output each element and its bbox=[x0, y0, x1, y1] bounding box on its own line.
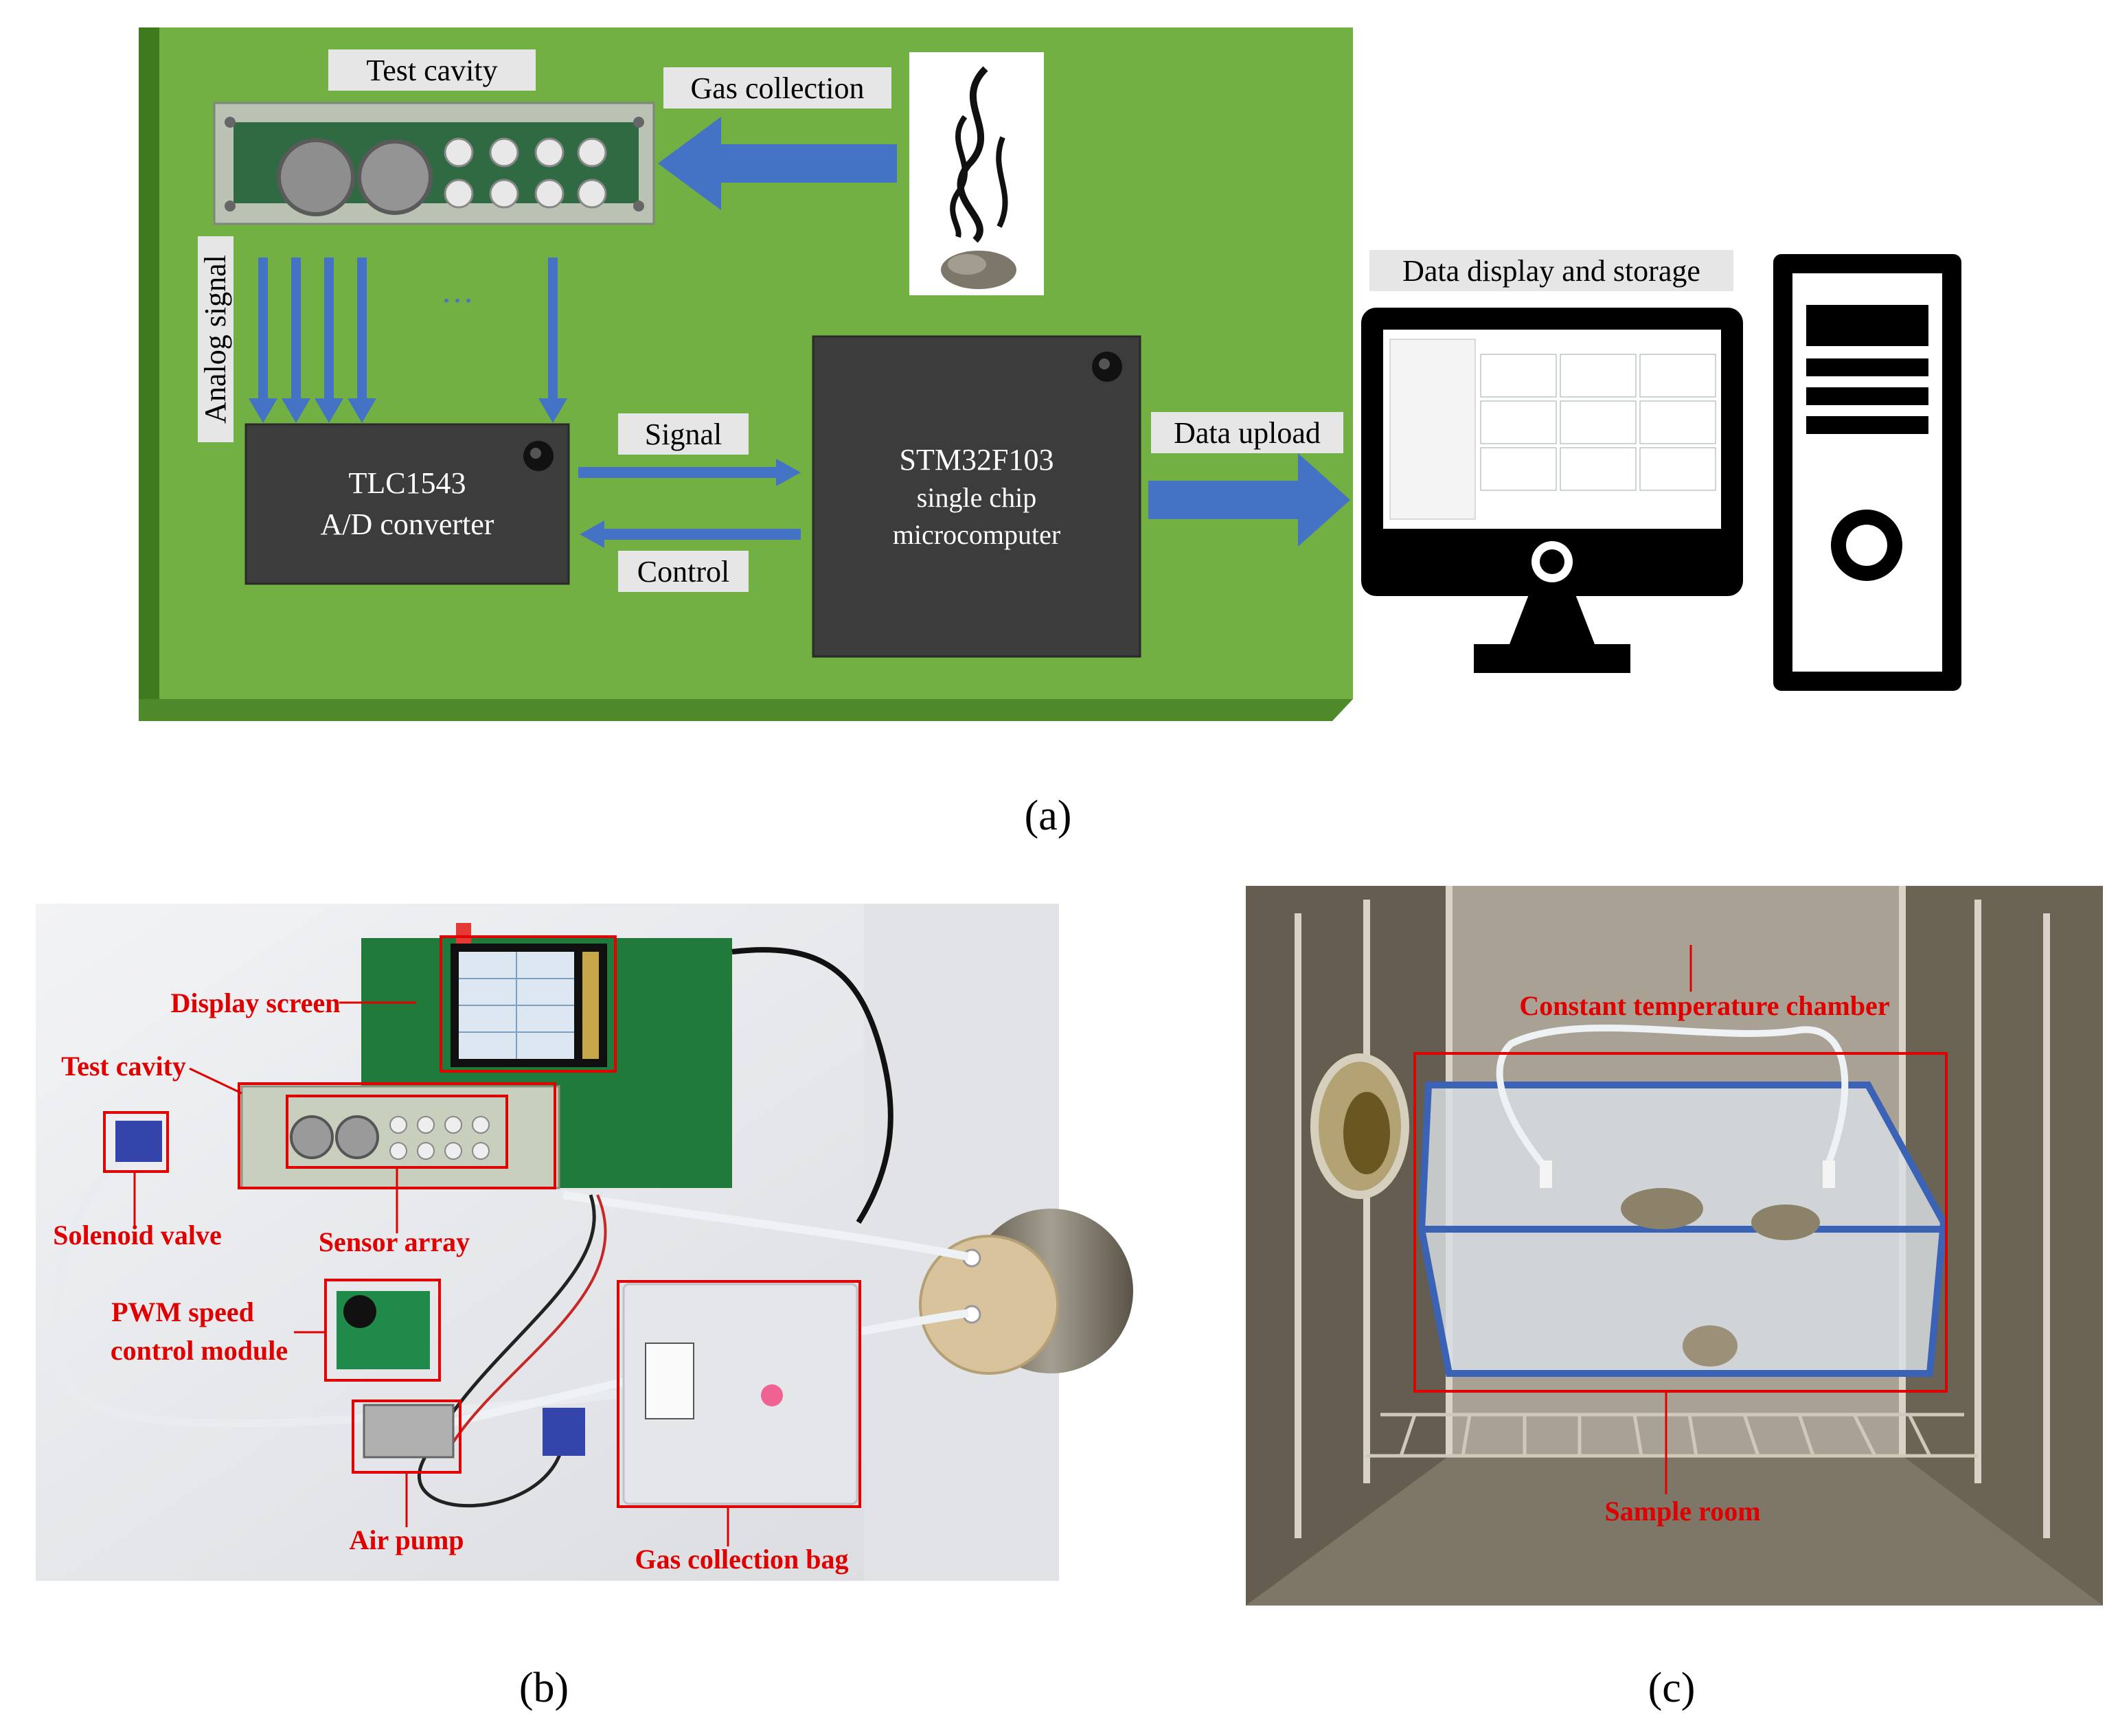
solenoid-valve-label: Solenoid valve bbox=[53, 1220, 222, 1250]
data-upload-label: Data upload bbox=[1174, 416, 1321, 450]
sample-room-box bbox=[1413, 1052, 1948, 1393]
panel-a: Test cavity Gas collection Analog signal… bbox=[139, 27, 1961, 839]
analog-signal-label-box bbox=[198, 236, 234, 442]
pwm-label-line2: control module bbox=[111, 1335, 288, 1366]
panel-b-caption: (b) bbox=[519, 1665, 569, 1711]
wooden-stopper bbox=[919, 1235, 1059, 1375]
data-display-label-box bbox=[1369, 250, 1733, 291]
gas-collection-bag-device bbox=[622, 1283, 858, 1505]
air-pump-device bbox=[363, 1404, 455, 1459]
data-upload-arrow bbox=[1148, 453, 1350, 547]
adc-label-line2: A/D converter bbox=[321, 507, 494, 541]
gas-collection-label-box bbox=[663, 67, 891, 108]
gas-collection-arrow bbox=[658, 117, 897, 210]
power-cable bbox=[731, 947, 893, 1224]
computer-tower-icon bbox=[1773, 254, 1961, 691]
analog-signal-arrows bbox=[249, 258, 567, 423]
test-cavity-label: Test cavity bbox=[366, 54, 497, 87]
signal-label: Signal bbox=[645, 418, 722, 451]
test-cavity-label-box bbox=[328, 49, 536, 91]
panel-a-caption: (a) bbox=[1025, 792, 1072, 839]
air-pump-label: Air pump bbox=[349, 1524, 464, 1555]
display-screen-label: Display screen bbox=[170, 987, 340, 1018]
ellipsis-label: … bbox=[441, 273, 474, 310]
panel-c-caption: (c) bbox=[1648, 1665, 1696, 1711]
sample-room-label: Sample room bbox=[1604, 1496, 1760, 1527]
odor-source-image bbox=[909, 52, 1044, 295]
panel-b: Display screen Test cavity Solenoid valv… bbox=[36, 904, 1133, 1711]
control-arrow bbox=[580, 521, 801, 548]
control-label-box bbox=[618, 551, 749, 592]
adc-label-line1: TLC1543 bbox=[348, 466, 466, 500]
gas-bag-label: Gas collection bag bbox=[635, 1544, 848, 1575]
shelf-rack bbox=[1367, 1413, 1978, 1458]
gas-collection-label: Gas collection bbox=[691, 71, 865, 105]
sensor-array-label: Sensor array bbox=[319, 1226, 470, 1257]
tubing bbox=[52, 1136, 619, 1428]
signal-label-box bbox=[618, 413, 749, 455]
mcu-label-line2: single chip bbox=[917, 482, 1036, 513]
chamber-label: Constant temperature chamber bbox=[1519, 990, 1889, 1021]
signal-arrow bbox=[578, 459, 801, 486]
analog-signal-label: Analog signal bbox=[198, 255, 232, 424]
monitor-icon bbox=[1361, 308, 1743, 673]
annotation-leaders bbox=[133, 1001, 729, 1546]
control-label: Control bbox=[637, 555, 729, 589]
data-display-label: Data display and storage bbox=[1402, 254, 1700, 288]
mcu-label-line1: STM32F103 bbox=[900, 443, 1054, 477]
test-cavity-photo bbox=[213, 102, 655, 225]
board-side bbox=[139, 27, 159, 699]
adc-chip bbox=[244, 423, 570, 585]
test-cavity-b-label: Test cavity bbox=[61, 1051, 186, 1082]
board-bottom bbox=[139, 699, 1353, 721]
test-cavity-device bbox=[240, 1085, 560, 1189]
tubing-2 bbox=[562, 1191, 970, 1261]
pwm-label-line1: PWM speed bbox=[111, 1297, 254, 1327]
solenoid-valve-device bbox=[115, 1121, 162, 1162]
mcu-chip bbox=[812, 335, 1141, 658]
data-upload-label-box bbox=[1151, 412, 1343, 453]
mcu-label-line3: microcomputer bbox=[893, 519, 1060, 550]
panel-c: Constant temperature chamber Sample room… bbox=[1246, 886, 2103, 1711]
